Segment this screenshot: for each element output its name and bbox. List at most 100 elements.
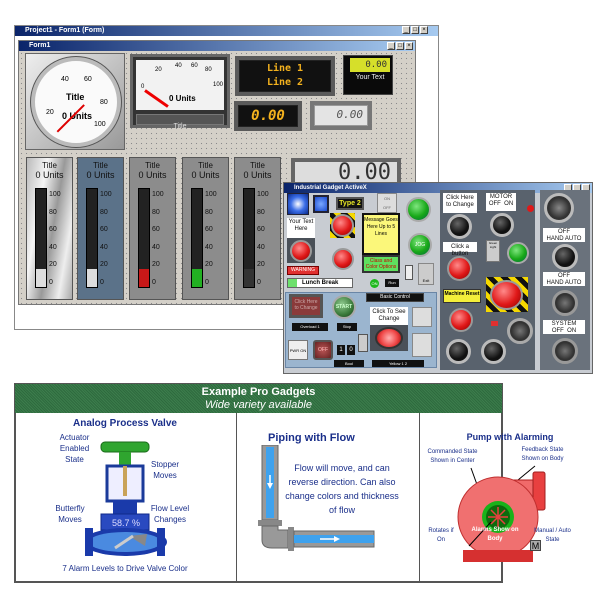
yellow-lcd-panel[interactable]: 0.00 Your Text xyxy=(343,55,393,95)
click-a-button-label: Click a button xyxy=(443,242,477,257)
tank-fill xyxy=(192,269,202,287)
tank-tick: 40 xyxy=(49,243,57,251)
motor-selector-switch[interactable] xyxy=(490,213,514,237)
stop-display: Stop xyxy=(337,323,357,331)
divider-2 xyxy=(419,413,420,583)
red-pushbutton-1[interactable] xyxy=(290,240,312,262)
valve-stopper-label: Stopper Moves xyxy=(150,460,180,480)
tank-value: 0 Units xyxy=(138,170,167,180)
meter-gauge[interactable]: 0 20 40 60 80 100 0 Units Title xyxy=(130,54,230,130)
round-gauge-tick-60: 60 xyxy=(84,76,92,83)
selector-knob-2[interactable] xyxy=(481,339,506,364)
emergency-stop-button[interactable] xyxy=(331,214,354,237)
maximize-button[interactable]: □ xyxy=(411,26,419,34)
overload-label: Overload 1 xyxy=(300,324,320,329)
key-lock-top[interactable] xyxy=(544,193,574,223)
green-pushbutton[interactable] xyxy=(406,197,431,222)
machine-reset-button[interactable] xyxy=(449,308,473,332)
tank-tick: 20 xyxy=(152,261,160,268)
click-here-change-label-2: Click Here to Change xyxy=(443,193,477,213)
off-button[interactable]: OFF xyxy=(313,340,333,360)
lunch-break-field[interactable]: Lunch Break xyxy=(287,278,353,288)
hoa1-hand-auto: HAND AUTO xyxy=(543,236,585,243)
two-line-display[interactable]: Line 1 Line 2 xyxy=(235,56,335,96)
slider-switch[interactable] xyxy=(412,333,432,357)
tank-tick: 60 xyxy=(152,226,160,233)
valve-flow-level-label: Flow Level Changes xyxy=(150,504,190,524)
meter-tick-0: 0 xyxy=(141,84,145,90)
glowing-red-button[interactable] xyxy=(375,327,403,349)
tank-tick: 0 xyxy=(100,278,104,286)
system-on: ON xyxy=(567,328,577,334)
digit-2[interactable]: 0 xyxy=(347,345,355,355)
yellow-label: Yellow 1 2 xyxy=(388,361,408,366)
tank-fill xyxy=(244,269,254,287)
pwr-on-button[interactable]: PWR ON xyxy=(288,340,308,360)
tank-fill xyxy=(139,269,149,287)
small-red-indicator xyxy=(491,321,498,326)
system-key-lock[interactable] xyxy=(552,338,578,364)
toggle-switch-1[interactable] xyxy=(405,265,413,280)
form1-close-button[interactable]: × xyxy=(405,42,413,50)
key-switch[interactable] xyxy=(412,307,432,327)
on-off-switch[interactable]: ON OFF xyxy=(377,193,397,213)
vertical-toggle[interactable] xyxy=(358,334,368,352)
click-here-change-button[interactable]: Click Here to Change xyxy=(289,294,323,318)
gray-numeric-display[interactable]: 0.00 xyxy=(310,101,372,130)
jog-button[interactable]: JOG xyxy=(408,233,432,257)
red-pushbutton-3[interactable] xyxy=(447,256,472,281)
industrial-title: Industrial Gadget ActiveX xyxy=(294,185,367,191)
on-indicator[interactable]: ON xyxy=(370,279,379,288)
digit-1[interactable]: 1 xyxy=(337,345,345,355)
run-button[interactable]: Run xyxy=(385,279,399,287)
red-pushbutton-2[interactable] xyxy=(332,248,354,270)
form1-minimize-button[interactable]: _ xyxy=(387,42,395,50)
round-gauge-tick-100: 100 xyxy=(94,121,106,128)
blue-light-large[interactable] xyxy=(287,193,309,215)
tank-tick: 60 xyxy=(205,226,213,233)
gray-display-value: 0.00 xyxy=(336,108,364,121)
key-lock[interactable] xyxy=(507,318,533,344)
hand-off-auto-switch-1[interactable] xyxy=(552,244,578,270)
pump-rotates-label: Rotates if On xyxy=(428,528,454,543)
green-light-toggle[interactable]: Green Light xyxy=(486,240,500,262)
yield-exit-control[interactable]: Exit xyxy=(418,263,434,285)
amber-numeric-display[interactable]: 0.00 xyxy=(234,101,302,131)
start-button[interactable]: START xyxy=(332,295,356,319)
black-pushbutton[interactable] xyxy=(447,214,472,239)
round-gauge[interactable]: 20 40 60 80 100 Title 0 Units xyxy=(25,53,125,150)
industrial-titlebar[interactable]: Industrial Gadget ActiveX xyxy=(284,183,592,193)
hand-off-auto-label-1: OFF HAND AUTO xyxy=(543,228,585,242)
pump-title: Pump with Alarming xyxy=(466,432,554,442)
blue-light-small[interactable] xyxy=(313,195,329,213)
green-light-button[interactable] xyxy=(507,242,529,264)
key-lock-2[interactable] xyxy=(552,290,578,316)
form1-titlebar[interactable]: Form1 xyxy=(19,41,415,51)
minimize-button[interactable]: _ xyxy=(402,26,410,34)
outer-window-title: Project1 - Form1 (Form) xyxy=(25,27,105,34)
jog-label: JOG xyxy=(414,242,426,248)
tank-fill xyxy=(36,269,46,287)
close-button[interactable]: × xyxy=(420,26,428,34)
machine-reset-label: Machine Reset xyxy=(443,289,481,303)
tank-tick: 80 xyxy=(205,208,213,216)
pro-gadgets-header: Example Pro Gadgets Wide variety availab… xyxy=(15,384,502,413)
form1-maximize-button[interactable]: □ xyxy=(396,42,404,50)
selector-knob-1[interactable] xyxy=(446,339,471,364)
tank-title: Title xyxy=(198,161,213,170)
emergency-stop-button-2[interactable] xyxy=(490,280,523,310)
tank-tick: 20 xyxy=(205,261,213,268)
valve-title: Analog Process Valve xyxy=(73,418,177,429)
yellow-display: Yellow 1 2 xyxy=(372,360,424,367)
tank-tick: 20 xyxy=(257,261,265,268)
outer-window-titlebar[interactable]: Project1 - Form1 (Form) xyxy=(15,26,438,36)
meter-tick-20: 20 xyxy=(155,67,162,73)
